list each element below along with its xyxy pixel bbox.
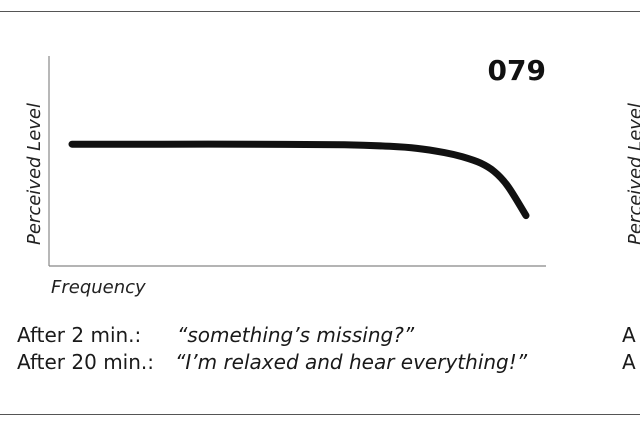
chart-label: 079 bbox=[488, 54, 546, 87]
response-curve bbox=[68, 140, 530, 220]
neighbor-caption-2: A bbox=[622, 350, 636, 374]
x-axis-label: Frequency bbox=[51, 277, 146, 298]
caption-20-min: After 20 min.: “I’m relaxed and hear eve… bbox=[17, 350, 527, 374]
caption-2-min-quote: “something’s missing?” bbox=[177, 323, 415, 347]
caption-2-min-lead: After 2 min.: bbox=[17, 323, 142, 347]
caption-2-min: After 2 min.: “something’s missing?” bbox=[17, 323, 414, 347]
caption-20-min-quote: “I’m relaxed and hear everything!” bbox=[175, 350, 528, 374]
top-rule bbox=[0, 11, 640, 12]
bottom-rule bbox=[0, 414, 640, 415]
neighbor-caption-1: A bbox=[622, 323, 636, 347]
caption-20-min-lead: After 20 min.: bbox=[17, 350, 155, 374]
y-axis-label: Perceived Level bbox=[24, 103, 45, 245]
neighbor-y-axis-label: Perceived Level bbox=[625, 103, 640, 245]
